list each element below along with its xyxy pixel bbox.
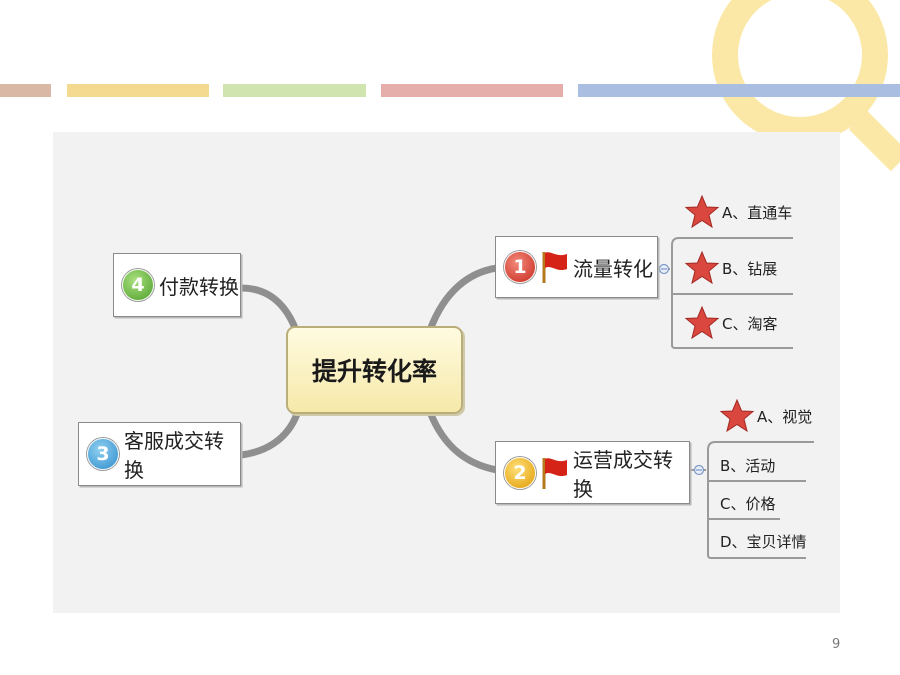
central-topic[interactable]: 提升转化率 xyxy=(286,326,463,414)
red-star-icon xyxy=(719,398,755,433)
red-flag-icon xyxy=(542,457,567,489)
leaf-label: C、价格 xyxy=(720,495,776,513)
leaf-node[interactable]: A、直通车 xyxy=(684,194,792,230)
leaf-label: A、直通车 xyxy=(722,203,793,222)
red-star-icon xyxy=(684,194,720,229)
header-stripe-green xyxy=(223,84,366,97)
leaf-node[interactable]: C、淘客 xyxy=(684,305,777,341)
header-stripe-yellow xyxy=(67,84,209,97)
central-topic-label: 提升转化率 xyxy=(311,357,437,386)
red-star-icon xyxy=(684,250,720,285)
page-number: 9 xyxy=(832,637,841,652)
red-flag-icon xyxy=(542,252,567,283)
branch-node-3[interactable]: 3 客服成交转换 xyxy=(78,422,241,486)
header-stripe-brown xyxy=(0,84,51,97)
leaf-label: C、淘客 xyxy=(722,314,778,333)
branch-label-2: 运营成交转换 xyxy=(573,447,673,501)
branch-node-2[interactable]: 2 运营成交转换 xyxy=(495,441,690,504)
branch-label-4: 付款转换 xyxy=(159,274,239,299)
header-stripe-pink xyxy=(381,84,563,97)
leaf-node[interactable]: D、宝贝详情 xyxy=(720,531,807,552)
leaf-label: B、钻展 xyxy=(722,259,778,278)
branch-node-4[interactable]: 4 付款转换 xyxy=(113,253,241,317)
number-badge-3: 3 xyxy=(87,438,119,470)
branch-label-3: 客服成交转换 xyxy=(124,429,224,482)
number-badge-1: 1 xyxy=(504,251,536,283)
branch-node-1[interactable]: 1 流量转化 xyxy=(495,236,658,298)
leaf-label: B、活动 xyxy=(720,457,776,475)
leaf-node[interactable]: A、视觉 xyxy=(719,398,812,434)
number-badge-4: 4 xyxy=(122,269,154,301)
leaf-node[interactable]: C、价格 xyxy=(720,493,775,514)
header-stripe-blue xyxy=(578,84,900,97)
number-badge-2: 2 xyxy=(504,456,536,489)
leaf-node[interactable]: B、活动 xyxy=(720,455,775,476)
branch-label-1: 流量转化 xyxy=(573,256,653,281)
leaf-label: D、宝贝详情 xyxy=(720,533,807,551)
red-star-icon xyxy=(684,305,720,340)
leaf-label: A、视觉 xyxy=(757,407,813,426)
leaf-node[interactable]: B、钻展 xyxy=(684,250,777,286)
